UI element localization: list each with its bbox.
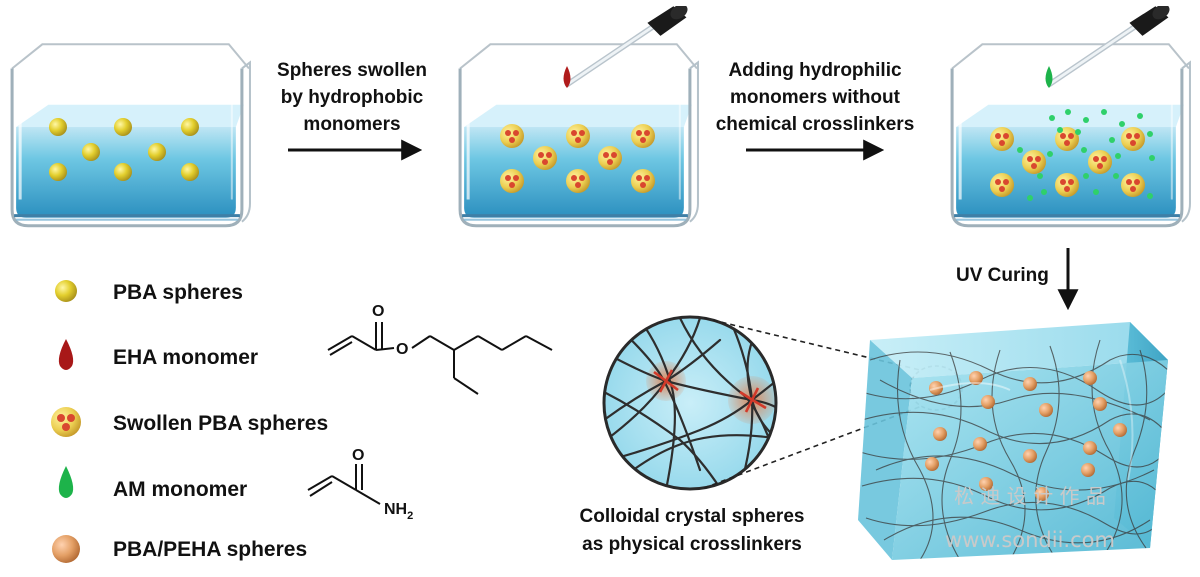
legend-item-swollen: Swollen PBA spheres xyxy=(51,407,328,437)
caption-line2: as physical crosslinkers xyxy=(582,534,802,555)
am-amine-group: NH2 xyxy=(384,501,413,522)
pba-sphere-icon xyxy=(55,280,77,302)
pba-spheres-group xyxy=(49,118,199,181)
am-monomer-dots xyxy=(1017,109,1155,201)
step2-label-line2: monomers without xyxy=(730,87,901,108)
legend-item-am: AM monomer xyxy=(58,466,247,501)
legend-item-peha: PBA/PEHA spheres xyxy=(52,535,307,563)
swollen-sphere-icon xyxy=(51,407,81,437)
legend-item-pba: PBA spheres xyxy=(55,280,243,304)
green-droplet-icon xyxy=(1045,66,1053,88)
red-droplet-icon xyxy=(58,339,74,370)
step3-label: UV Curing xyxy=(956,265,1049,286)
eha-structure xyxy=(327,322,553,395)
hydrogel-cube xyxy=(858,322,1168,560)
legend-label: PBA spheres xyxy=(113,281,243,304)
eha-carbonyl-oxygen: O xyxy=(372,303,384,320)
beaker-swollen xyxy=(458,1,700,228)
step1-label-line3: monomers xyxy=(303,114,400,135)
am-amine-text: NH xyxy=(384,501,407,518)
magnified-network xyxy=(602,315,778,491)
step1-label-line1: Spheres swollen xyxy=(277,60,427,81)
dropper-icon xyxy=(1050,1,1173,84)
legend-label: Swollen PBA spheres xyxy=(113,412,328,435)
peha-sphere-icon xyxy=(52,535,80,563)
step-arrow-1: Spheres swollen by hydrophobic monomers xyxy=(277,60,427,161)
green-droplet-icon xyxy=(58,466,74,498)
legend-label: EHA monomer xyxy=(113,346,258,369)
swollen-spheres-group xyxy=(990,127,1145,197)
caption-line1: Colloidal crystal spheres xyxy=(580,506,805,527)
step-arrow-2: Adding hydrophilic monomers without chem… xyxy=(716,60,915,161)
beaker-hydrophilic xyxy=(950,1,1192,228)
legend: PBA spheres EHA monomer Swollen PBA sphe… xyxy=(51,280,328,563)
zoom-line-bottom xyxy=(703,405,923,489)
beaker-initial xyxy=(10,42,252,228)
zoom-line-top xyxy=(703,317,921,371)
am-amine-subscript: 2 xyxy=(407,510,413,522)
watermark-line2: www.sondii.com xyxy=(945,528,1115,552)
legend-label: AM monomer xyxy=(113,478,247,501)
am-structure xyxy=(307,464,381,505)
step2-label-line1: Adding hydrophilic xyxy=(728,60,902,81)
swollen-spheres-group xyxy=(500,124,655,193)
step1-label-line2: by hydrophobic xyxy=(281,87,424,108)
am-carbonyl-oxygen: O xyxy=(352,447,364,464)
eha-ester-oxygen: O xyxy=(396,341,408,358)
legend-label: PBA/PEHA spheres xyxy=(113,538,307,561)
red-droplet-icon xyxy=(563,66,571,88)
step-arrow-3: UV Curing xyxy=(956,248,1079,311)
peha-spheres-group xyxy=(925,371,1127,501)
watermark-line1: 松 迪 设 计 作 品 xyxy=(954,484,1106,508)
dropper-icon xyxy=(568,1,691,84)
legend-item-eha: EHA monomer xyxy=(58,339,258,370)
step2-label-line3: chemical crosslinkers xyxy=(716,114,915,135)
